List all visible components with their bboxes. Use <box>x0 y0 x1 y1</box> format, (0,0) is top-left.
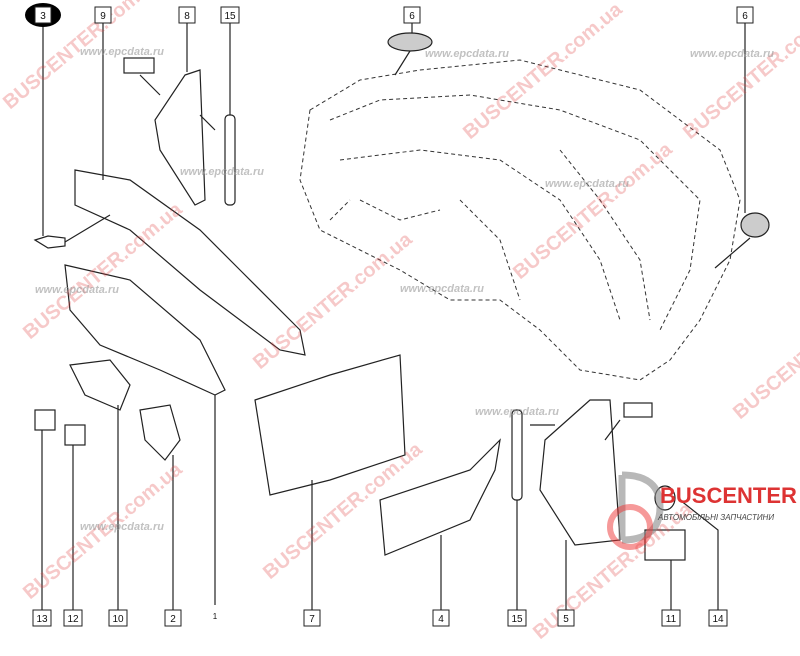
svg-text:www.epcdata.ru: www.epcdata.ru <box>425 48 509 60</box>
screw-3 <box>33 235 66 249</box>
clip-icon-2 <box>623 402 653 418</box>
callout-15: 15 <box>511 614 523 625</box>
callout-15: 15 <box>224 11 236 22</box>
svg-text:BUSCENTER.com.ua: BUSCENTER.com.ua <box>509 138 677 284</box>
callout-14: 14 <box>712 614 724 625</box>
part-11-switch <box>644 529 686 561</box>
callout-9: 9 <box>100 11 106 22</box>
callout-13: 13 <box>36 614 48 625</box>
part-12-clip <box>64 424 86 446</box>
svg-text:www.epcdata.ru: www.epcdata.ru <box>180 166 264 178</box>
svg-text:АВТОМОБІЛЬНІ ЗАПЧАСТИНИ: АВТОМОБІЛЬНІ ЗАПЧАСТИНИ <box>657 513 774 522</box>
bottom-labels: 13 12 10 2 1 7 4 15 5 11 14 <box>32 609 728 627</box>
callout-12: 12 <box>67 614 79 625</box>
callout-5: 5 <box>563 614 569 625</box>
part-4-cover <box>379 438 501 556</box>
svg-text:BUSCENTER.com.ua: BUSCENTER.com.ua <box>729 278 800 424</box>
part-10-handle <box>69 359 131 411</box>
callout-6: 6 <box>742 11 748 22</box>
dashboard-outline <box>299 59 741 381</box>
strip-15-top <box>224 114 236 206</box>
strip-15-bottom <box>511 409 523 501</box>
top-labels: 3 9 8 15 6 6 <box>25 3 754 27</box>
cap-6-right <box>740 212 770 238</box>
part-8-trim <box>154 69 206 206</box>
part-2-handle <box>139 404 181 461</box>
svg-text:www.epcdata.ru: www.epcdata.ru <box>35 284 119 296</box>
callout-8: 8 <box>184 11 190 22</box>
svg-text:BUSCENTER: BUSCENTER <box>660 483 797 508</box>
callout-4: 4 <box>438 614 444 625</box>
callout-2: 2 <box>170 614 176 625</box>
callout-10: 10 <box>112 614 124 625</box>
callout-1: 1 <box>213 612 218 621</box>
callout-6: 6 <box>409 11 415 22</box>
svg-text:BUSCENTER.com.ua: BUSCENTER.com.ua <box>249 228 417 374</box>
callout-3: 3 <box>40 11 46 22</box>
callout-11: 11 <box>666 614 677 625</box>
svg-text:www.epcdata.ru: www.epcdata.ru <box>400 283 484 295</box>
svg-text:BUSCENTER.com.ua: BUSCENTER.com.ua <box>459 0 627 144</box>
part-13-clip <box>34 409 56 431</box>
part-9-panel <box>74 169 306 356</box>
clip-icon <box>123 57 155 74</box>
callout-7: 7 <box>309 614 315 625</box>
svg-text:www.epcdata.ru: www.epcdata.ru <box>690 48 774 60</box>
svg-text:www.epcdata.ru: www.epcdata.ru <box>545 178 629 190</box>
buscenter-logo: BUSCENTER АВТОМОБІЛЬНІ ЗАПЧАСТИНИ <box>607 471 797 550</box>
part-7-side-panel <box>254 354 406 496</box>
svg-text:www.epcdata.ru: www.epcdata.ru <box>80 521 164 533</box>
svg-text:www.epcdata.ru: www.epcdata.ru <box>475 406 559 418</box>
svg-text:www.epcdata.ru: www.epcdata.ru <box>80 46 164 58</box>
